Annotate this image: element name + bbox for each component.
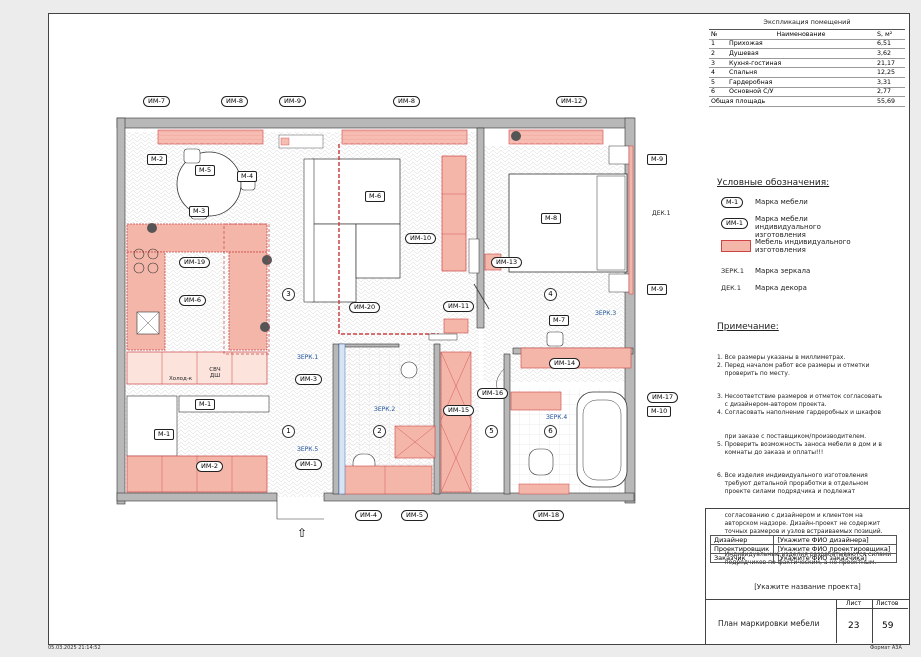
room-number-5: 5 [485,425,498,438]
stamp-row-designer: Дизайнер[Укажите ФИО дизайнера] [709,535,897,545]
tag-m-6: М-6 [365,191,386,202]
drawing-sheet: ИМ-7 ИМ-8 ИМ-9 ИМ-8 ИМ-12 ИМ-19 ИМ-6 ИМ-… [48,13,910,645]
tag-im-9: ИМ-9 [279,96,306,107]
legend-text-decor: Марка декора [755,284,807,292]
tag-im-6: ИМ-6 [179,295,206,306]
legend-title: Условные обозначения: [717,178,830,188]
tag-im-18: ИМ-18 [533,510,565,521]
mirror-5: ЗЕРК.5 [297,446,319,453]
legend-sym-mirror: ЗЕРК.1 [721,267,745,275]
tag-m-4: М-4 [237,171,258,182]
legend-text-m1: Марка мебели [755,198,808,206]
room-number-2: 2 [373,425,386,438]
stamp-row-client: Заказчик[Укажите ФИО заказчика] [709,553,897,563]
tag-im-15: ИМ-15 [443,405,475,416]
tag-m-7: М-7 [549,315,570,326]
room-number-3: 3 [282,288,295,301]
legend-text-mirror: Марка зеркала [755,267,811,275]
footer-format: Формат А3А [870,645,902,651]
tag-im-2: ИМ-2 [196,461,223,472]
tag-im-3: ИМ-3 [295,374,322,385]
notes: Примечание: 1. Все размеры указаны в мил… [717,322,907,566]
tag-im-14: ИМ-14 [549,358,581,369]
lists-label: Листов [876,600,899,607]
explication-title: Экспликация помещений [709,16,905,30]
tag-m-8: М-8 [541,213,562,224]
entry-arrow-icon: ⇧ [297,526,308,540]
tag-im-17: ИМ-17 [647,392,679,403]
legend-text-custom: Мебель индивидуального изготовления [755,238,851,254]
room-number-6: 6 [544,425,557,438]
floor-plan: ИМ-7 ИМ-8 ИМ-9 ИМ-8 ИМ-12 ИМ-19 ИМ-6 ИМ-… [49,14,699,644]
legend-sym-decor: ДЕК.1 [721,284,742,292]
lists-value: 59 [882,621,894,631]
tag-im-10: ИМ-10 [405,233,437,244]
tag-im-4: ИМ-4 [355,510,382,521]
exp-header-area: S, м² [875,30,905,40]
footer-date: 05.03.2025 21:14:52 [48,645,101,651]
tag-m-9-bottom: М-9 [647,284,668,295]
tag-m-2: М-2 [147,154,168,165]
legend-swatch-custom [721,240,751,252]
tag-m-10: М-10 [647,406,672,417]
explication-table: Экспликация помещений № Наименование S, … [709,16,905,107]
legend-sym-m1: М-1 [721,197,744,208]
notes-body: 1. Все размеры указаны в миллиметрах.2. … [717,353,892,567]
list-value: 23 [848,621,860,631]
tag-im-11: ИМ-11 [443,301,475,312]
stamp-row-engineer: Проектировщик[Укажите ФИО проектировщика… [709,544,897,554]
project-name: [Укажите название проекта] [754,583,861,591]
tag-m-1-left: М-1 [154,429,175,440]
mirror-4: ЗЕРК.4 [546,414,568,421]
tag-m-9-top: М-9 [647,154,668,165]
room-number-4: 4 [544,288,557,301]
tag-m-3: М-3 [189,206,210,217]
tag-im-12: ИМ-12 [556,96,588,107]
tag-m-5: М-5 [195,165,216,176]
tag-im-7: ИМ-7 [143,96,170,107]
tag-im-19: ИМ-19 [179,257,211,268]
tag-im-20: ИМ-20 [349,302,381,313]
decor-1: ДЕК.1 [652,210,671,217]
microwave-label: СВЧ ДШ [209,367,221,379]
exp-header-no: № [709,30,727,40]
legend: Условные обозначения: М-1 Марка мебели И… [717,178,907,303]
title-block: Дизайнер[Укажите ФИО дизайнера] Проектир… [705,508,909,644]
list-label: Лист [846,600,862,607]
tag-im-16: ИМ-16 [477,388,509,399]
notes-title: Примечание: [717,322,779,332]
fridge-label: Холод-к [169,376,193,382]
sheet-title: План маркировки мебели [718,619,820,628]
mirror-1: ЗЕРК.1 [297,354,319,361]
tag-im-5: ИМ-5 [401,510,428,521]
exp-header-name: Наименование [727,30,875,40]
mirror-3: ЗЕРК.3 [595,310,617,317]
legend-sym-im1: ИМ-1 [721,218,748,229]
legend-text-im1: Марка мебели индивидуального изготовлени… [755,215,821,239]
mirror-2: ЗЕРК.2 [374,406,396,413]
tag-im-8-right: ИМ-8 [393,96,420,107]
tag-im-1: ИМ-1 [295,459,322,470]
tag-im-8-left: ИМ-8 [221,96,248,107]
room-number-1: 1 [282,425,295,438]
tag-m-1-top: М-1 [195,399,216,410]
tag-im-13: ИМ-13 [491,257,523,268]
